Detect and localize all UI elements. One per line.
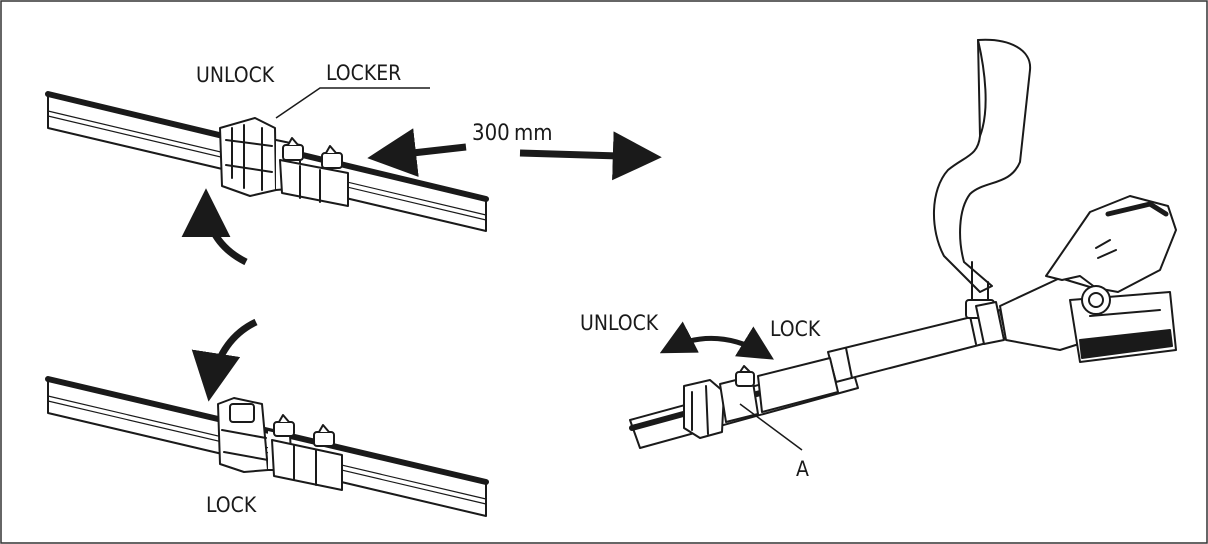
right-locker-clamp xyxy=(683,357,839,439)
bottom-locker-clamp xyxy=(217,397,343,491)
top-tube-assembly xyxy=(45,91,489,232)
distance-arrow-left xyxy=(367,128,467,177)
rotate-down-arrow xyxy=(191,318,258,402)
handle-grip xyxy=(1045,195,1177,293)
right-lock-label: LOCK xyxy=(770,317,821,341)
top-locker-clamp xyxy=(219,117,349,207)
part-a-label: A xyxy=(796,457,809,481)
distance-unit: mm xyxy=(514,121,553,146)
right-rotate-arrow xyxy=(659,321,774,360)
locker-leader-line xyxy=(275,87,430,119)
front-handle xyxy=(933,38,1032,293)
right-unlock-label: UNLOCK xyxy=(580,311,659,335)
bottom-tube-assembly xyxy=(45,376,489,517)
part-a-leader-line xyxy=(739,403,803,451)
trimmer-assembly xyxy=(629,38,1177,449)
bottom-lock-label: LOCK xyxy=(206,493,257,517)
rotate-up-arrow xyxy=(181,188,248,266)
distance-value: 300 xyxy=(472,121,510,146)
top-unlock-label: UNLOCK xyxy=(196,63,275,87)
distance-arrow-right xyxy=(519,131,662,181)
locker-label: LOCKER xyxy=(326,61,401,85)
